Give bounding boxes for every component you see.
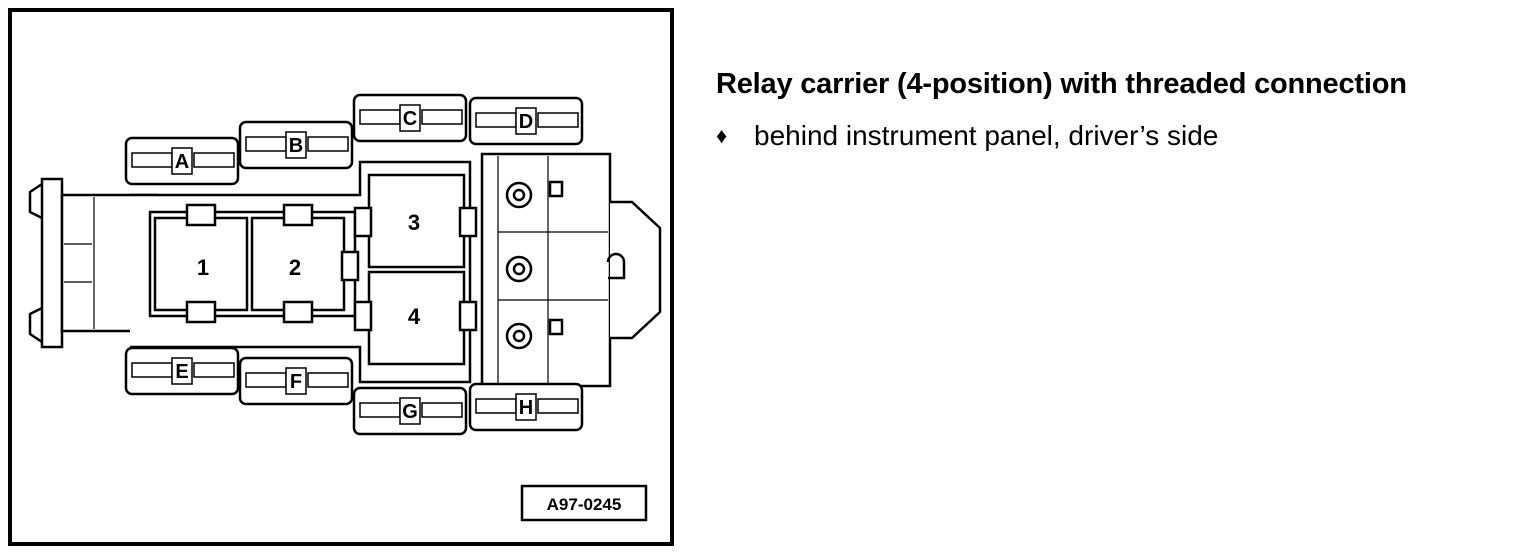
diagram-frame: 1 2 3 4: [8, 8, 674, 546]
connector-a: A: [124, 136, 240, 186]
relay-position-4: 4: [353, 270, 478, 366]
relay-label-2: 2: [289, 255, 301, 280]
connector-c: C: [352, 93, 468, 143]
connector-e: E: [124, 346, 240, 396]
location-bullet: ♦ behind instrument panel, driver’s side: [716, 120, 1218, 152]
figure-id-box: A97-0245: [520, 484, 648, 522]
connector-label-a: A: [175, 151, 189, 173]
relay-position-3: 3: [353, 173, 478, 269]
relay-position-2: 2: [250, 203, 360, 324]
connector-f: F: [238, 356, 354, 406]
connector-label-d: D: [519, 111, 533, 133]
relay-label-4: 4: [408, 304, 421, 329]
relay-label-1: 1: [197, 255, 209, 280]
page-title: Relay carrier (4-position) with threaded…: [716, 68, 1407, 100]
connector-label-b: B: [289, 135, 303, 157]
figure-id-label: A97-0245: [547, 495, 622, 514]
diamond-icon: ♦: [716, 123, 728, 148]
connector-h: H: [468, 382, 584, 432]
relay-position-1: 1: [153, 203, 249, 324]
connector-label-e: E: [175, 361, 188, 383]
connector-b: B: [238, 120, 354, 170]
connector-label-g: G: [402, 401, 418, 423]
threaded-connection-block: [480, 152, 662, 388]
connector-label-f: F: [290, 371, 302, 393]
location-text: behind instrument panel, driver’s side: [754, 120, 1219, 151]
relay-label-3: 3: [408, 210, 420, 235]
relay-carrier-diagram: 1 2 3 4: [28, 93, 662, 522]
connector-d: D: [468, 96, 584, 146]
connector-label-c: C: [403, 108, 417, 130]
connector-g: G: [352, 386, 468, 436]
connector-label-h: H: [519, 397, 533, 419]
